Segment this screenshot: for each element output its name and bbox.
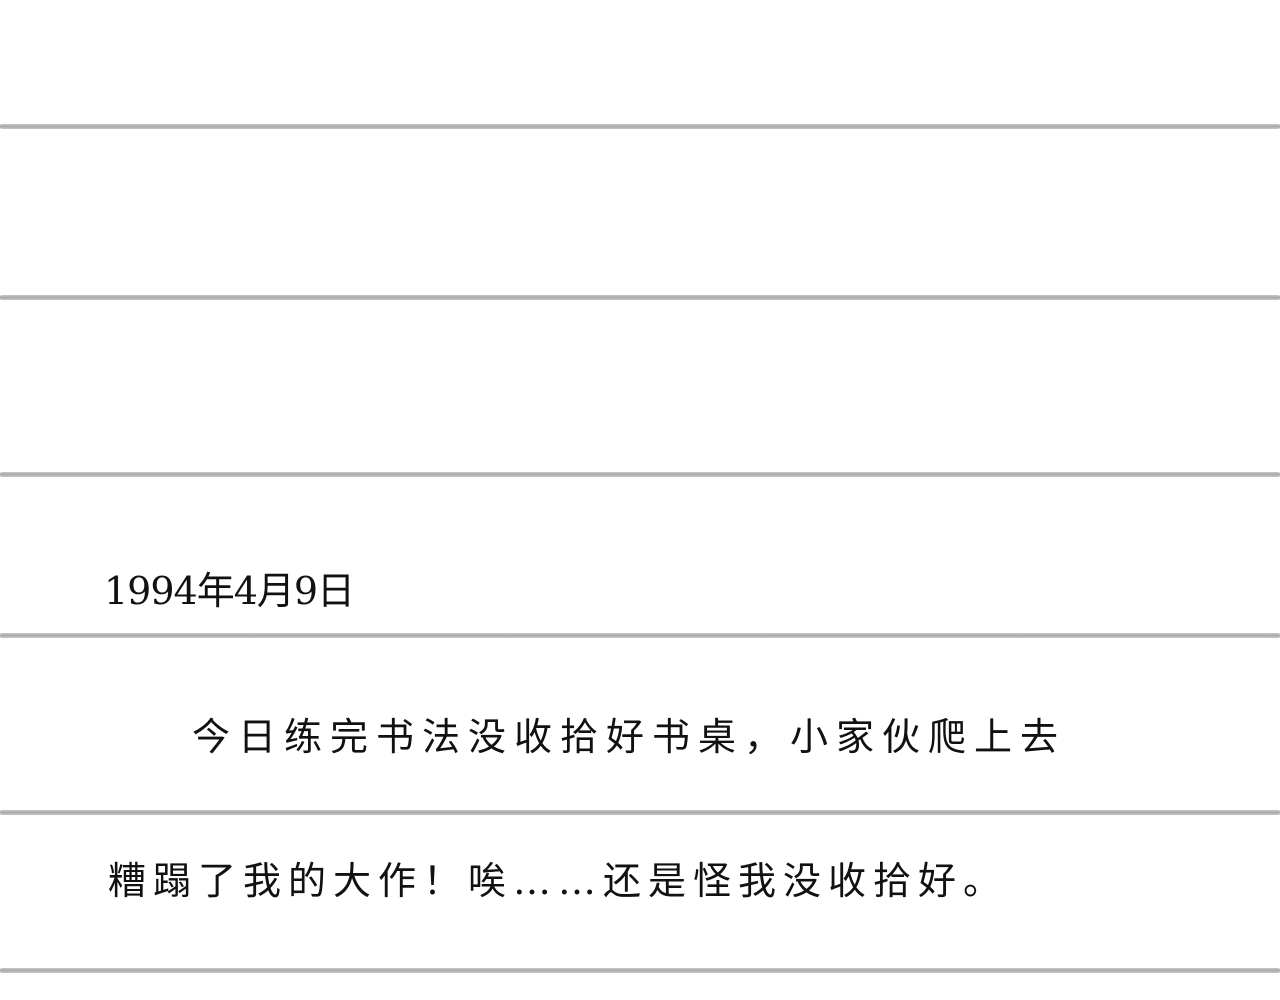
diary-date: 1994年4月9日 <box>104 569 355 613</box>
ruled-line <box>0 124 1280 129</box>
ruled-line <box>0 295 1280 300</box>
diary-text-line: 糟蹋了我的大作！唉……还是怪我没收拾好。 <box>108 859 1009 903</box>
ruled-line <box>0 968 1280 973</box>
ruled-line <box>0 472 1280 477</box>
diary-text-line: 今日练完书法没收拾好书桌，小家伙爬上去 <box>192 715 1067 759</box>
ruled-line <box>0 810 1280 815</box>
ruled-line <box>0 633 1280 638</box>
